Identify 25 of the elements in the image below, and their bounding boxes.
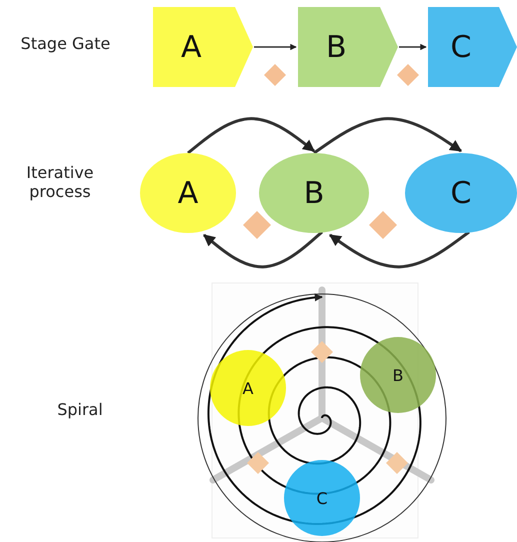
stage-box: C [428, 7, 517, 87]
arrow [254, 44, 297, 50]
phase-ellipse: C [405, 153, 517, 233]
stage-box: B [298, 7, 398, 87]
gate-diamond [369, 211, 397, 239]
phase-ellipse: B [259, 153, 369, 233]
gate-diamond [264, 64, 286, 86]
arrow [203, 230, 323, 268]
row-label: Iterative process [25, 163, 95, 201]
phase-ellipse: A [140, 153, 236, 233]
arrow [399, 44, 427, 50]
gate-diamond [397, 64, 419, 86]
gate-diamond [311, 341, 333, 363]
arrow [313, 117, 462, 154]
row-label: Stage Gate [20, 34, 112, 53]
arrow [329, 230, 470, 268]
gate-diamond [386, 452, 408, 474]
stage-box: A [153, 7, 253, 87]
phase-circle: C [284, 460, 360, 536]
gate-diamond [247, 452, 269, 474]
phase-circle: A [210, 350, 286, 426]
row-label: Spiral [56, 400, 104, 419]
gate-diamond [243, 211, 271, 239]
arrow [187, 117, 315, 154]
phase-circle: B [360, 337, 436, 413]
